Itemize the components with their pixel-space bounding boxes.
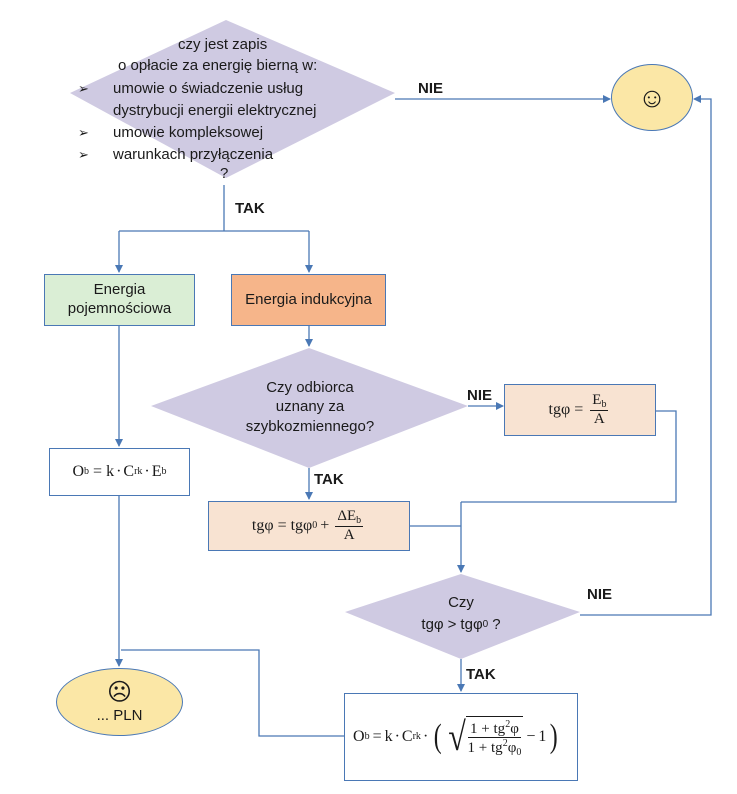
label-main-no: NIE [418,80,444,97]
inductive-energy-box: Energia indukcyjna [231,274,386,326]
bullet-item: ➢warunkach przyłączenia [78,144,316,166]
frowning-face-icon: ☹ [106,678,133,706]
fast-changing-question: Czy odbiorca uznany za szybkozmiennego? [245,378,375,435]
label-decision3-yes: TAK [466,666,496,683]
connector-final-to-sad [121,649,344,737]
smiley-face-icon: ☺ [637,81,667,113]
decision-diamond-fast-changing [151,348,468,468]
label-decision2-yes: TAK [314,471,344,488]
arrowhead-bullet-icon: ➢ [78,147,89,162]
sad-end-oval: ☹ ... PLN [56,668,183,736]
arrowhead-bullet-icon: ➢ [78,81,89,96]
label-main-yes: TAK [235,200,265,217]
happy-end-oval: ☺ [611,64,693,131]
bullet-item: ➢umowie kompleksowej [78,122,316,144]
connector-ratio-out [461,410,677,503]
arrowhead-bullet-icon: ➢ [78,125,89,140]
connector-decision3-no [580,95,712,616]
decision-diamond-main [70,20,395,178]
bullet-continuation: dystrybucji energii elektrycznej [113,102,317,119]
main-question-bullets: ➢umowie o świadczenie usług dystrybucji … [78,78,316,166]
main-question-line2: o opłacie za energię bierną w: [118,57,318,74]
main-question-mark: ? [220,165,229,182]
decision-diamond-tg-compare [345,574,580,659]
main-question-line1: czy jest zapis [178,36,268,53]
bullet-item: ➢umowie o świadczenie usług [78,78,316,100]
capacitive-energy-box: Energia pojemnościowa [44,274,195,326]
label-decision2-no: NIE [467,387,493,404]
label-decision3-no: NIE [587,586,613,603]
